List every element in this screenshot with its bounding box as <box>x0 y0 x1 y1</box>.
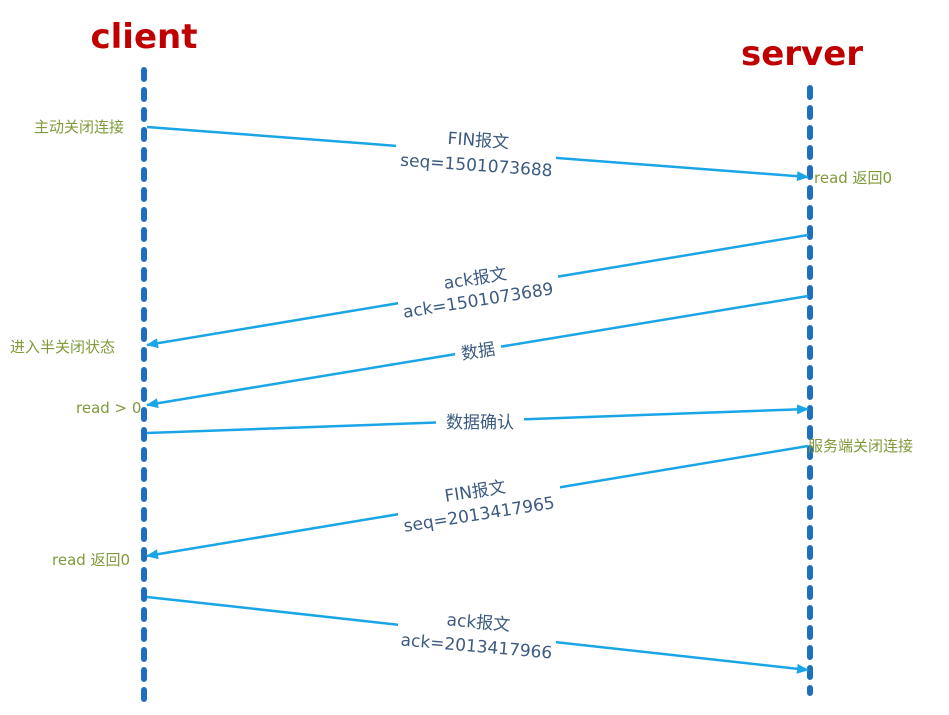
fin1-line1: FIN报文 <box>447 129 510 153</box>
fin2-label: FIN报文 seq=2013417965 <box>398 477 560 537</box>
data-ack-label: 数据确认 <box>436 409 524 433</box>
note-server-read-zero: read 返回0 <box>814 169 892 187</box>
server-label: server <box>741 34 863 74</box>
client-label: client <box>91 17 198 57</box>
data-label: 数据 <box>455 338 501 365</box>
note-client-half-close: 进入半关闭状态 <box>10 338 115 356</box>
note-client-read-zero: read 返回0 <box>52 551 130 569</box>
ack1-label: ack报文 ack=1501073689 <box>398 264 558 323</box>
fin1-label: FIN报文 seq=1501073688 <box>396 127 556 181</box>
note-client-active-close: 主动关闭连接 <box>34 118 124 136</box>
note-server-close: 服务端关闭连接 <box>808 437 913 455</box>
note-client-read-positive: read > 0 <box>76 399 141 417</box>
ack2-label: ack报文 ack=2013417966 <box>398 610 556 664</box>
data-ack-line1: 数据确认 <box>446 413 514 433</box>
